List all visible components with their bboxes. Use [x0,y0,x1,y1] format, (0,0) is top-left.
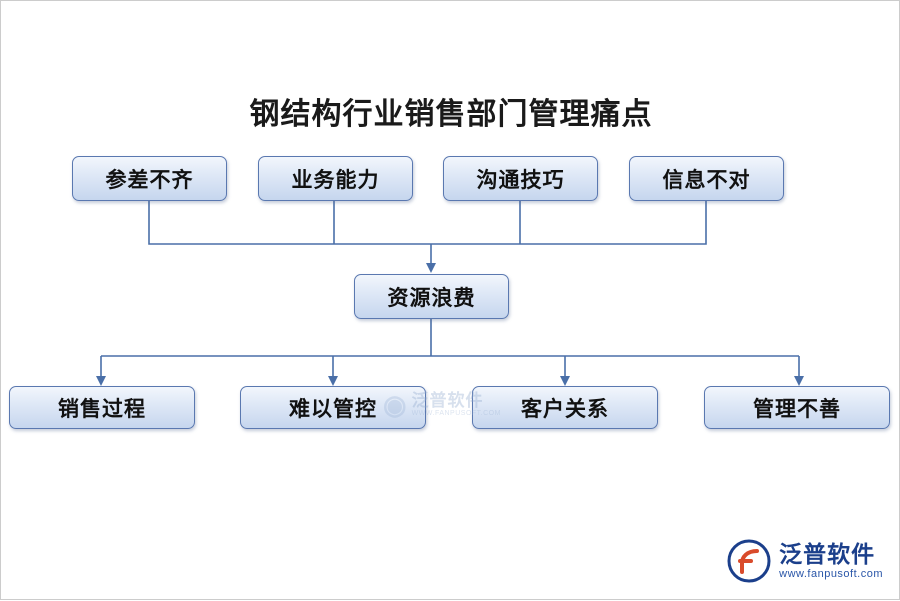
logo-mark-icon [727,539,771,583]
node-label: 资源浪费 [387,286,476,310]
node-label: 沟通技巧 [476,168,565,192]
node-nan-yi-guan-kong[interactable]: 难以管控 [240,386,426,429]
node-zi-yuan-lang-fei[interactable]: 资源浪费 [354,274,509,319]
node-xin-xi-bu-dui[interactable]: 信息不对 [629,156,784,201]
node-label: 业务能力 [291,168,380,192]
node-label: 销售过程 [58,397,146,421]
node-label: 难以管控 [289,397,377,421]
node-cen-cha-bu-qi[interactable]: 参差不齐 [72,156,227,201]
node-ke-hu-guan-xi[interactable]: 客户关系 [472,386,658,429]
logo-text-group: 泛普软件 www.fanpusoft.com [779,541,883,580]
node-label: 客户关系 [521,397,609,421]
node-ye-wu-neng-li[interactable]: 业务能力 [258,156,413,201]
node-label: 信息不对 [662,168,751,192]
logo-en: www.fanpusoft.com [779,567,883,580]
node-label: 管理不善 [753,397,841,421]
node-xiao-shou-guo-cheng[interactable]: 销售过程 [9,386,195,429]
page-title: 钢结构行业销售部门管理痛点 [249,98,653,131]
node-label: 参差不齐 [105,168,194,192]
brand-logo: 泛普软件 www.fanpusoft.com [727,539,883,583]
logo-cn: 泛普软件 [779,541,876,568]
node-gou-tong-ji-qiao[interactable]: 沟通技巧 [443,156,598,201]
node-guan-li-bu-shan[interactable]: 管理不善 [704,386,890,429]
